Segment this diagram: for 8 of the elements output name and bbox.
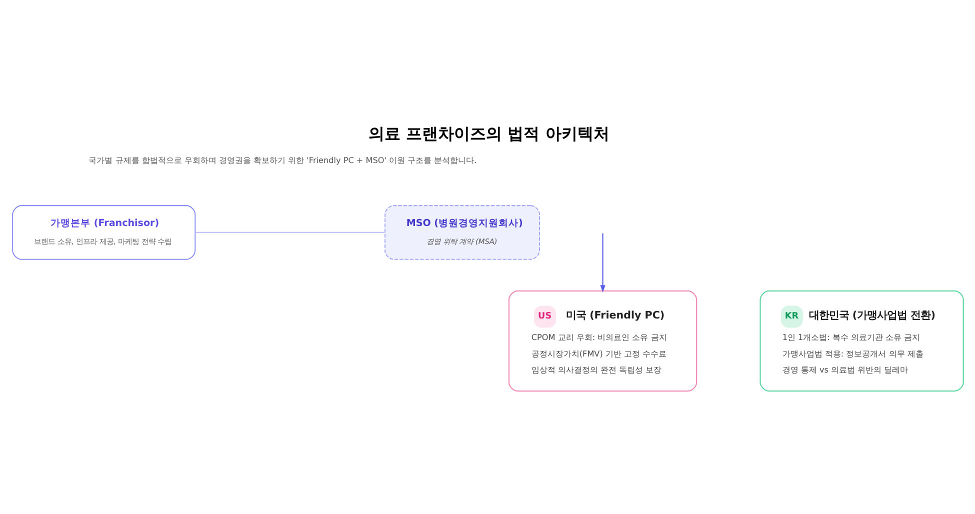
label: 국가별 규제를 합법적으로 우회하며 경영권을 확보하기 위한 'Friendly PC + MSO' 이원 구조를 분석합니다. xyxy=(88,154,476,164)
node-box: US 미국 (Friendly PC) CPOM 교리 우회: 비의료인 소유 금지 공정시장가치(FMV) 기반 고정 수수료 임상적 의사결정의 완전 독립성 보장 xyxy=(508,290,697,392)
arrow xyxy=(600,232,605,292)
diagram-title: 의료 프랜차이즈의 법적 아키텍처 xyxy=(368,124,609,143)
node-box: KR 대한민국 (가맹사업법 전환) 1인 1개소법: 복수 의료기관 소유 금지 가맹사업법 적용: 정보공개서 의무 제출 경영 통제 vs 의료법 위반의 딜레마 xyxy=(759,290,964,392)
node-box: 가맹본부 (Franchisor) 브랜드 소유, 인프라 제공, 마케팅 전략 수립 xyxy=(12,204,196,260)
connector xyxy=(194,231,384,233)
node-box: MSO (병원경영지원회사) 경영 위탁 계약 (MSA) xyxy=(384,204,540,260)
